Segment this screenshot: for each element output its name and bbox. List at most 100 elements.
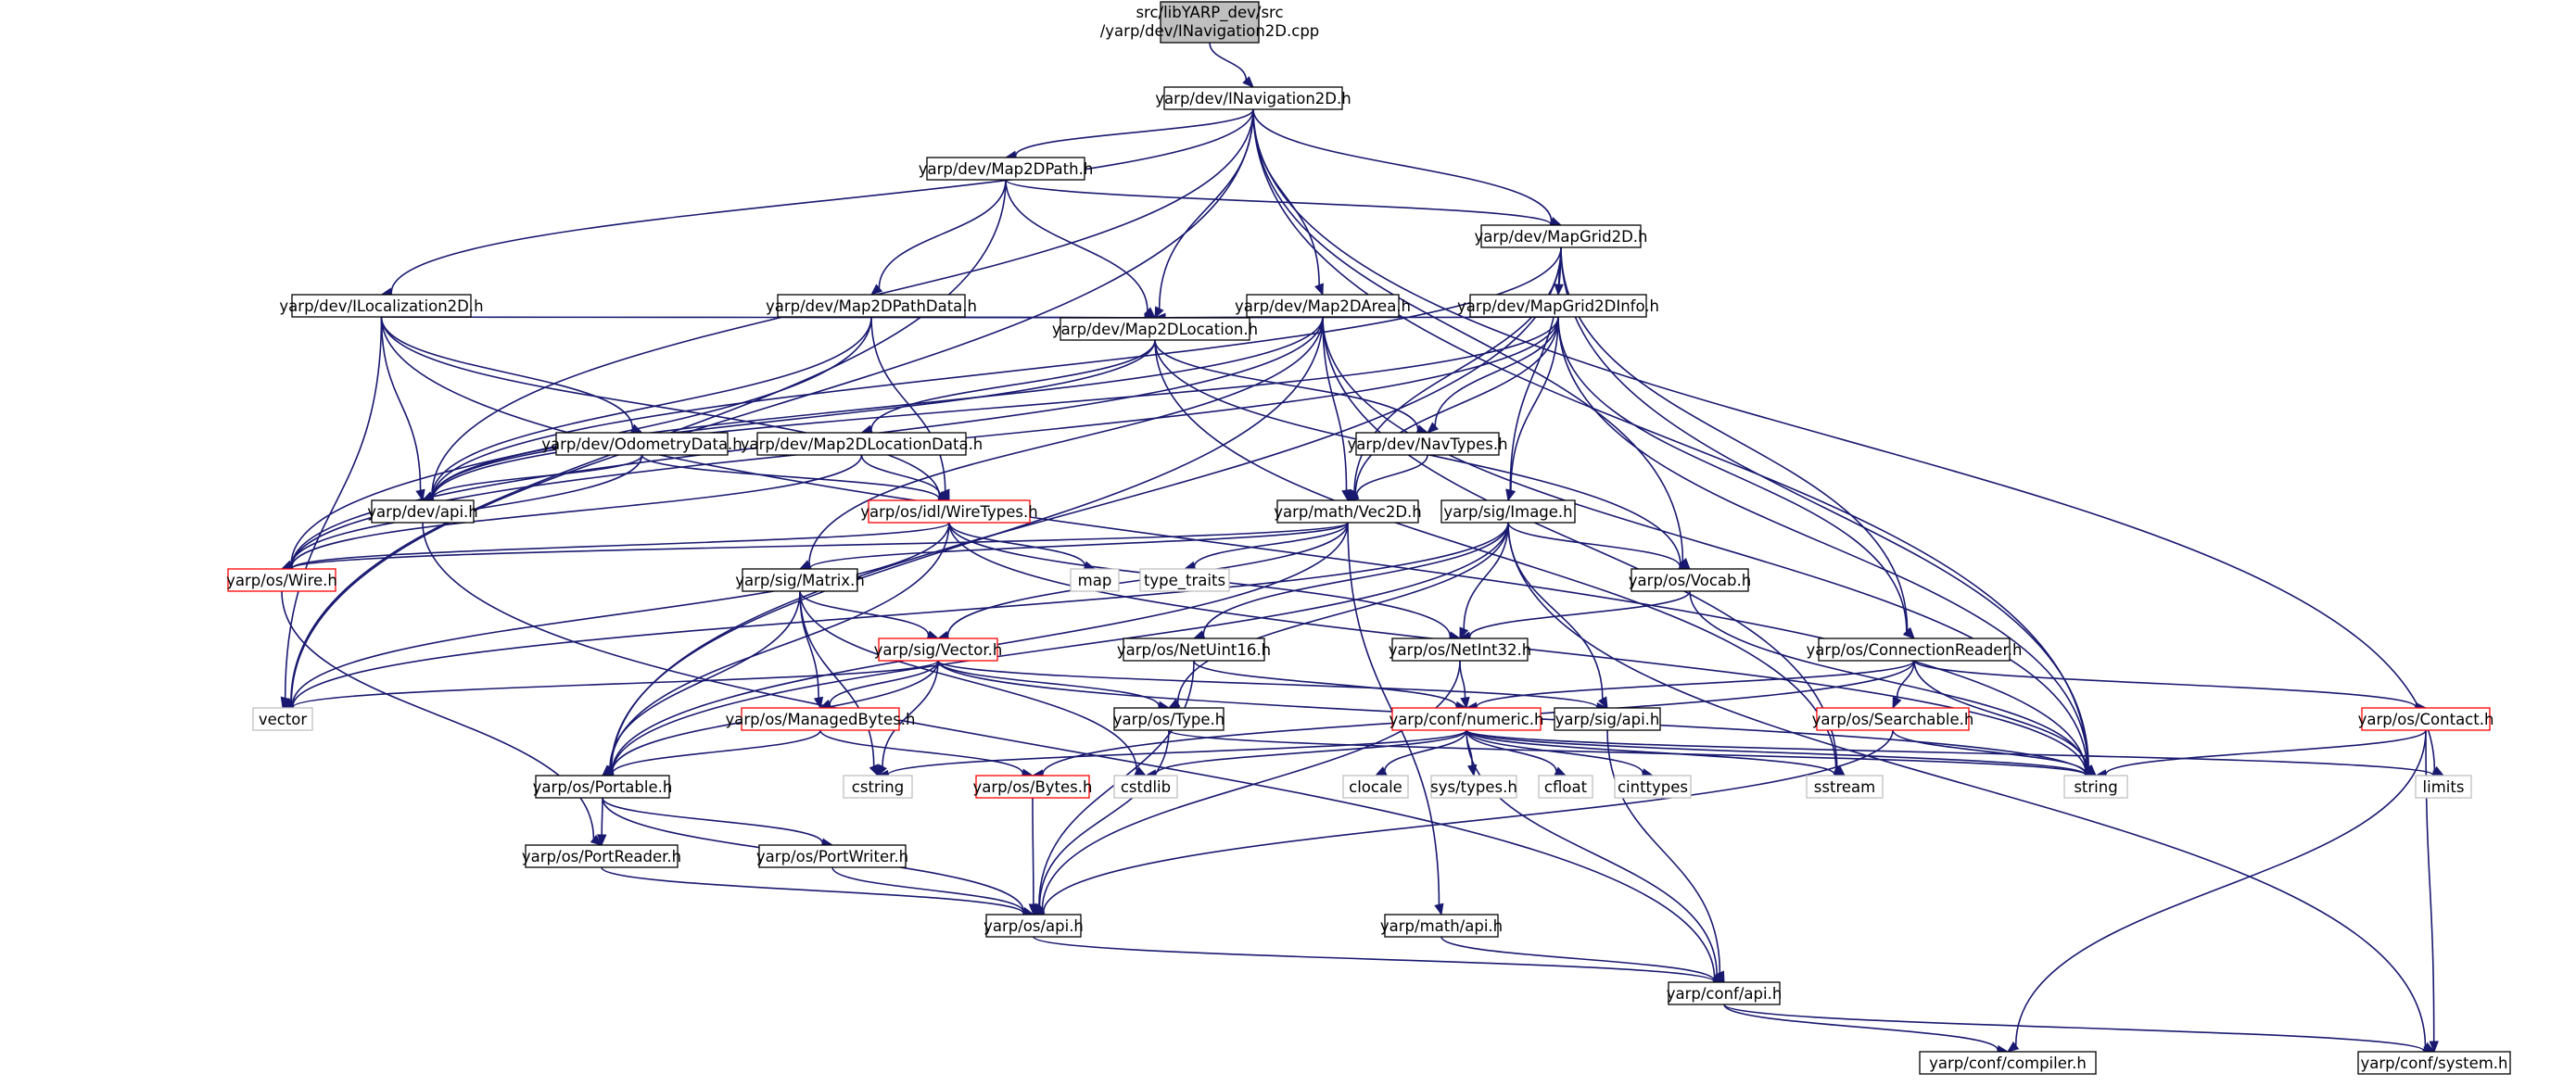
- edge-osapi-to-confapi: [1033, 936, 1726, 987]
- node-string[interactable]: string: [2063, 775, 2128, 799]
- edge-connreader-to-contact: [1913, 660, 2428, 713]
- node-inav2d[interactable]: yarp/dev/INavigation2D.h: [1155, 86, 1351, 110]
- node-label: yarp/os/Bytes.h: [973, 778, 1093, 796]
- node-confapi[interactable]: yarp/conf/api.h: [1667, 981, 1783, 1005]
- edge-ostype-to-string: [1168, 729, 2098, 780]
- node-label: yarp/os/NetUint16.h: [1117, 641, 1271, 659]
- node-vocab[interactable]: yarp/os/Vocab.h: [1629, 568, 1751, 592]
- edge-inav2d-to-vector: [281, 108, 1254, 709]
- node-sigmatrix[interactable]: yarp/sig/Matrix.h: [735, 568, 865, 592]
- edge-sigimage-to-netint32: [1459, 522, 1509, 640]
- node-label: cstring: [852, 778, 904, 796]
- node-map2dpath[interactable]: yarp/dev/Map2DPath.h: [919, 157, 1094, 181]
- node-navtypes[interactable]: yarp/dev/NavTypes.h: [1347, 432, 1508, 456]
- node-limits[interactable]: limits: [2415, 775, 2472, 799]
- node-vec2d[interactable]: yarp/math/Vec2D.h: [1274, 499, 1422, 524]
- edge-confapi-to-compiler: [1723, 1004, 2010, 1055]
- node-label: cinttypes: [1618, 778, 1688, 796]
- node-numeric[interactable]: yarp/conf/numeric.h: [1390, 707, 1544, 731]
- node-label: yarp/sig/Matrix.h: [735, 572, 865, 589]
- node-connreader[interactable]: yarp/os/ConnectionReader.h: [1807, 638, 2023, 662]
- node-wiretypes[interactable]: yarp/os/idl/WireTypes.h: [860, 499, 1038, 524]
- node-mathapi[interactable]: yarp/math/api.h: [1380, 914, 1503, 938]
- node-label: yarp/math/Vec2D.h: [1274, 503, 1422, 521]
- edge-map2dpath-to-map2dpathdata: [869, 179, 1007, 296]
- node-label: yarp/os/ManagedBytes.h: [726, 711, 916, 728]
- edge-wiretypes-to-wire: [280, 522, 950, 574]
- edge-mapgrid2d-to-vec2d: [1347, 246, 1562, 502]
- node-systypes[interactable]: sys/types.h: [1430, 775, 1517, 799]
- node-sigapi[interactable]: yarp/sig/api.h: [1554, 707, 1661, 731]
- node-sigimage[interactable]: yarp/sig/Image.h: [1440, 499, 1576, 524]
- edge-bytes-to-osapi: [1028, 797, 1039, 916]
- node-label: cfloat: [1544, 778, 1588, 796]
- node-osapi[interactable]: yarp/os/api.h: [983, 914, 1084, 938]
- edge-map2darea-to-sstream: [1322, 316, 1846, 777]
- node-map2dlocation[interactable]: yarp/dev/Map2DLocation.h: [1052, 317, 1258, 341]
- edge-portable-to-portreader: [596, 797, 607, 847]
- node-label: sstream: [1814, 778, 1875, 796]
- edge-inav2d-to-map2dpath: [1004, 108, 1254, 160]
- edge-managedbytes-to-bytes: [819, 729, 1034, 778]
- node-label: yarp/dev/Map2DArea.h: [1235, 297, 1411, 315]
- node-portreader[interactable]: yarp/os/PortReader.h: [522, 844, 681, 868]
- edge-root-to-inav2d: [1209, 42, 1254, 88]
- node-system[interactable]: yarp/conf/system.h: [2357, 1051, 2511, 1075]
- edge-mapgrid2dinfo-to-connreader: [1557, 316, 1915, 639]
- node-label: string: [2074, 778, 2117, 796]
- edge-searchable-to-osapi: [1032, 729, 1894, 917]
- edge-iloc2d-to-devapi: [380, 316, 425, 502]
- node-sigvector[interactable]: yarp/sig/Vector.h: [874, 638, 1003, 662]
- node-label: yarp/os/ConnectionReader.h: [1807, 641, 2023, 659]
- edge-sigmatrix-to-cstring: [799, 590, 879, 777]
- node-map2dlocationdata[interactable]: yarp/dev/Map2DLocationData.h: [741, 432, 983, 456]
- node-contact[interactable]: yarp/os/Contact.h: [2358, 707, 2494, 731]
- edge-contact-to-string: [2094, 729, 2427, 779]
- node-cfloat[interactable]: cfloat: [1538, 775, 1593, 799]
- node-portable[interactable]: yarp/os/Portable.h: [533, 775, 673, 799]
- edge-mapgrid2dinfo-to-devapi: [421, 316, 1559, 504]
- node-label: yarp/os/Type.h: [1113, 711, 1225, 728]
- node-label: yarp/os/api.h: [983, 917, 1084, 935]
- node-odometrydata[interactable]: yarp/dev/OdometryData.h: [541, 432, 742, 456]
- node-label: yarp/dev/api.h: [367, 503, 478, 521]
- node-label: vector: [259, 711, 308, 728]
- node-wire[interactable]: yarp/os/Wire.h: [226, 568, 337, 592]
- edge-numeric-to-sstream: [1466, 729, 1846, 779]
- node-map2dpathdata[interactable]: yarp/dev/Map2DPathData.h: [766, 294, 977, 318]
- node-map[interactable]: map: [1070, 568, 1120, 592]
- edge-numeric-to-confapi: [1466, 729, 1725, 983]
- edge-navtypes-to-vec2d: [1346, 454, 1428, 501]
- node-searchable[interactable]: yarp/os/Searchable.h: [1812, 707, 1974, 731]
- node-label: yarp/dev/MapGrid2D.h: [1475, 228, 1648, 246]
- node-cstdlib[interactable]: cstdlib: [1113, 775, 1178, 799]
- node-iloc2d[interactable]: yarp/dev/ILocalization2D.h: [279, 294, 484, 318]
- edge-mapgrid2dinfo-to-navtypes: [1427, 316, 1559, 434]
- node-managedbytes[interactable]: yarp/os/ManagedBytes.h: [726, 707, 916, 731]
- edge-map2dlocation-to-map2dlocationdata: [860, 339, 1156, 435]
- node-map2darea[interactable]: yarp/dev/Map2DArea.h: [1235, 294, 1411, 318]
- node-mapgrid2dinfo[interactable]: yarp/dev/MapGrid2DInfo.h: [1457, 294, 1659, 318]
- node-bytes[interactable]: yarp/os/Bytes.h: [973, 775, 1093, 799]
- edge-inav2d-to-map2dlocation: [1154, 108, 1254, 320]
- node-mapgrid2d[interactable]: yarp/dev/MapGrid2D.h: [1475, 224, 1648, 248]
- node-cinttypes[interactable]: cinttypes: [1614, 775, 1692, 799]
- node-devapi[interactable]: yarp/dev/api.h: [367, 499, 478, 524]
- node-netuint16[interactable]: yarp/os/NetUint16.h: [1117, 638, 1271, 662]
- node-label: limits: [2423, 778, 2465, 796]
- node-type_traits[interactable]: type_traits: [1139, 568, 1230, 592]
- node-ostype[interactable]: yarp/os/Type.h: [1113, 707, 1225, 731]
- node-clocale[interactable]: clocale: [1342, 775, 1409, 799]
- node-label: yarp/os/PortWriter.h: [756, 848, 908, 865]
- node-vector[interactable]: vector: [252, 707, 313, 731]
- node-label: clocale: [1349, 778, 1402, 796]
- edge-sigapi-to-confapi: [1606, 729, 1725, 984]
- node-label: yarp/conf/api.h: [1667, 985, 1783, 1003]
- edge-sigvector-to-sigapi: [937, 660, 1609, 713]
- node-portwriter[interactable]: yarp/os/PortWriter.h: [756, 844, 908, 868]
- node-label: yarp/conf/numeric.h: [1390, 711, 1544, 728]
- node-cstring[interactable]: cstring: [843, 775, 913, 799]
- node-sstream[interactable]: sstream: [1806, 775, 1884, 799]
- node-compiler[interactable]: yarp/conf/compiler.h: [1919, 1051, 2097, 1075]
- node-netint32[interactable]: yarp/os/NetInt32.h: [1389, 638, 1531, 662]
